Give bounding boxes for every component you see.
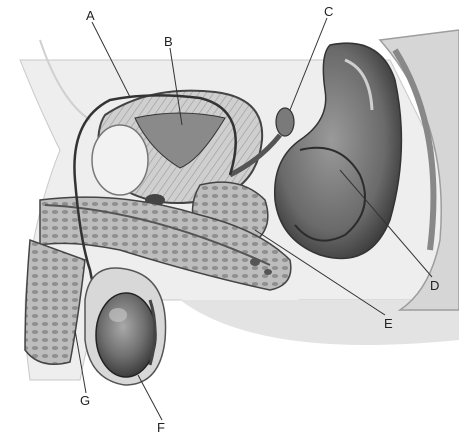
label-D: D bbox=[430, 278, 439, 293]
leader-line-F bbox=[138, 375, 162, 420]
label-E: E bbox=[384, 316, 393, 331]
testis bbox=[96, 293, 156, 377]
label-B: B bbox=[164, 34, 173, 49]
label-A: A bbox=[86, 8, 95, 23]
scrotum bbox=[85, 268, 166, 385]
label-F: F bbox=[157, 420, 165, 435]
label-C: C bbox=[324, 4, 333, 19]
label-G: G bbox=[80, 393, 90, 408]
